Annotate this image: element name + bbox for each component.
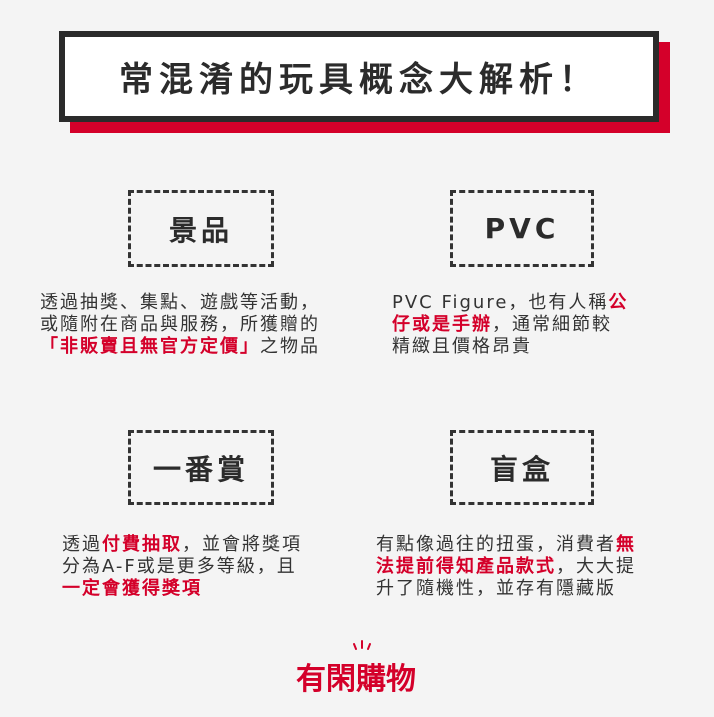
- term-description-blind-box: 有點像過往的扭蛋，消費者無 法提前得知產品款式，大大提 升了隨機性，並存有隱藏版: [376, 534, 636, 600]
- term-description-prize: 透過抽獎、集點、遊戲等活動， 或隨附在商品與服務，所獲贈的 「非販賣且無官方定價…: [40, 292, 320, 358]
- term-description-pvc: PVC Figure，也有人稱公 仔或是手辦，通常細節較 精緻且價格昂貴: [392, 292, 628, 358]
- spark-icon: [353, 640, 371, 650]
- term-label-ichiban-kuji: 一番賞: [152, 452, 249, 486]
- desc-line: 仔或是手辦，通常細節較: [392, 314, 612, 335]
- title-banner: 常混淆的玩具概念大解析！: [59, 31, 659, 122]
- desc-line: 透過抽獎、集點、遊戲等活動，: [40, 292, 320, 313]
- desc-line: 透過付費抽取，並會將獎項: [62, 534, 302, 555]
- page-title: 常混淆的玩具概念大解析！: [119, 60, 599, 100]
- highlight-text: 一定會獲得獎項: [62, 578, 202, 599]
- desc-line: 分為A-F或是更多等級，且: [62, 556, 297, 577]
- desc-line: 有點像過往的扭蛋，消費者無: [376, 534, 636, 555]
- highlight-text: 無: [616, 534, 636, 555]
- brand-logo: 有閑購物: [296, 640, 421, 697]
- desc-line: 精緻且價格昂貴: [392, 336, 532, 357]
- highlight-text: 公: [608, 292, 629, 313]
- term-box-pvc: PVC: [450, 190, 594, 267]
- term-description-ichiban-kuji: 透過付費抽取，並會將獎項 分為A-F或是更多等級，且 一定會獲得獎項: [62, 534, 302, 600]
- highlight-text: 法提前得知產品款式: [376, 556, 556, 577]
- term-box-blind-box: 盲盒: [450, 430, 594, 505]
- term-label-pvc: PVC: [484, 212, 560, 245]
- desc-line: 「非販賣且無官方定價」之物品: [40, 336, 320, 357]
- highlight-text: 「非販賣且無官方定價」: [40, 336, 260, 357]
- highlight-text: 付費抽取: [102, 534, 182, 555]
- term-label-prize: 景品: [168, 213, 233, 247]
- term-label-blind-box: 盲盒: [489, 452, 554, 486]
- term-box-prize: 景品: [128, 190, 274, 267]
- brand-name: 有閑購物: [296, 662, 416, 697]
- term-box-ichiban-kuji: 一番賞: [128, 430, 274, 505]
- desc-line: 或隨附在商品與服務，所獲贈的: [40, 314, 320, 335]
- highlight-text: 仔或是手辦: [392, 314, 492, 335]
- desc-line: 法提前得知產品款式，大大提: [376, 556, 636, 577]
- desc-line: PVC Figure，也有人稱公: [392, 292, 629, 313]
- desc-line: 一定會獲得獎項: [62, 578, 302, 600]
- desc-line: 升了隨機性，並存有隱藏版: [376, 578, 616, 599]
